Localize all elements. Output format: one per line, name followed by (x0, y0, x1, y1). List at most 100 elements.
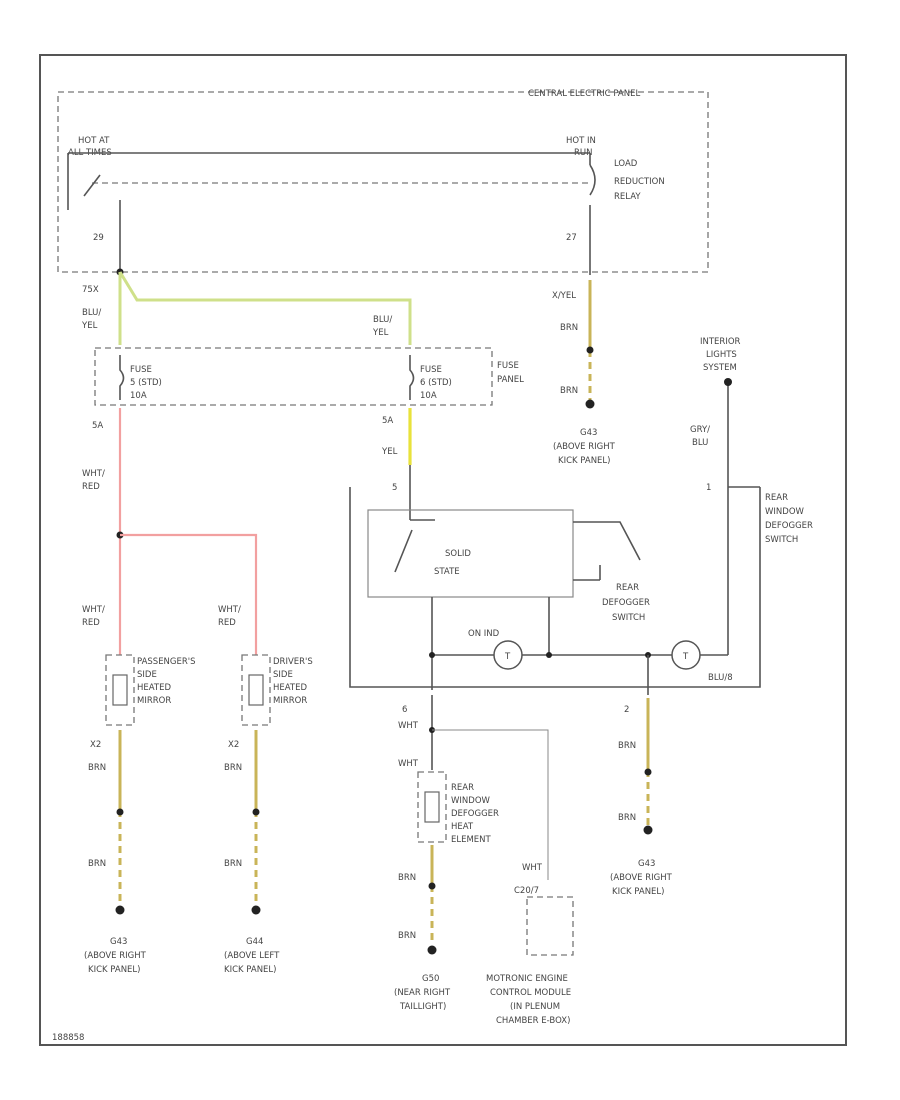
heat-feed-to-ecm-wire (432, 729, 549, 880)
ground-g43-right-name: G43 (638, 859, 655, 869)
brn-label-i: BRN (618, 741, 636, 751)
ground-g50 (427, 945, 437, 955)
ground-g43-top-loc2: KICK PANEL) (558, 456, 610, 466)
pin-5a-left-label: 5A (92, 421, 103, 431)
yel-label-3: YEL (381, 447, 398, 457)
ground-g43-right (643, 825, 653, 835)
wire-75x-label: 75X (82, 285, 99, 295)
blu-8-label: BLU/8 (708, 673, 733, 683)
ground-g44-name: G44 (246, 937, 263, 947)
passengers-mirror-label-3: HEATED (137, 683, 171, 693)
heat-element-label-4: HEAT (451, 822, 474, 832)
pin-1-label: 1 (706, 483, 711, 493)
rear-window-switch-label-2: WINDOW (765, 507, 805, 517)
red-label-3: RED (218, 618, 236, 628)
solid-state-switch (394, 529, 413, 573)
blu-label-3: BLU (692, 438, 708, 448)
hot-in-label: HOT IN (566, 136, 596, 146)
drivers-mirror-label-4: MIRROR (273, 696, 307, 706)
rear-defogger-switch-label-1: REAR (616, 583, 639, 593)
bus-to-fuse6-wire (118, 271, 412, 345)
ecm-label-3: (IN PLENUM (510, 1002, 560, 1012)
ground-g44-loc2: KICK PANEL) (224, 965, 276, 975)
fuse-6-symbol (409, 355, 415, 400)
rear-defogger-switch-label-2: DEFOGGER (602, 598, 650, 608)
pin-27-label: 27 (566, 233, 577, 243)
wht-label-2: WHT (398, 759, 419, 769)
passengers-mirror-label-4: MIRROR (137, 696, 171, 706)
brn-label-e: BRN (88, 859, 106, 869)
ecm-label-1: MOTRONIC ENGINE (486, 974, 568, 984)
interior-lights-connector (724, 378, 732, 386)
brn-label-b: BRN (560, 386, 578, 396)
diagram-code: 188858 (52, 1033, 84, 1043)
rear-window-switch-label-1: REAR (765, 493, 788, 503)
ground-g43-left-loc1: (ABOVE RIGHT (84, 951, 147, 961)
solid-state-box (367, 509, 574, 598)
red-to-drivers-mirror-wire (120, 533, 258, 655)
relay-label-1: LOAD (614, 159, 638, 169)
red-label-2: RED (82, 618, 100, 628)
splice-pin2-ground (644, 768, 652, 776)
gry-label: GRY/ (690, 425, 710, 435)
ground-g44 (251, 905, 261, 915)
ecm-box (526, 896, 574, 956)
heat-element-label-1: REAR (451, 783, 474, 793)
brn-label-h: BRN (398, 931, 416, 941)
interior-lights-label-3: SYSTEM (703, 363, 737, 373)
central-electric-panel-label: CENTRAL ELECTRIC PANEL (528, 89, 640, 99)
pin-5-label: 5 (392, 483, 397, 493)
on-indicator-glyph: T (504, 652, 511, 662)
fuse-6-label-1: FUSE (420, 365, 442, 375)
drivers-mirror-label-1: DRIVER'S (273, 657, 313, 667)
fuse-panel-label-2: PANEL (497, 375, 524, 385)
drivers-mirror-label-3: HEATED (273, 683, 307, 693)
drivers-mirror-box (241, 654, 271, 726)
ground-g43-left (115, 905, 125, 915)
on-indicator-label: ON IND (468, 629, 500, 639)
ground-g43-top (585, 399, 595, 409)
ground-g43-top-name: G43 (580, 428, 597, 438)
ground-g43-right-loc1: (ABOVE RIGHT (610, 873, 673, 883)
wire-yel-label-1: YEL (81, 321, 98, 331)
fuse-6-label-3: 10A (420, 391, 437, 401)
x2-label-a: X2 (90, 740, 101, 750)
wht-red-label-2: WHT/ (82, 605, 105, 615)
brn-label-a: BRN (560, 323, 578, 333)
fuse-6-label-2: 6 (STD) (420, 378, 452, 388)
heat-element-label-5: ELEMENT (451, 835, 492, 845)
wire-blu-label-1: BLU/ (82, 308, 101, 318)
splice-heat-ground (428, 882, 436, 890)
passengers-mirror-element (112, 674, 128, 706)
ecm-label-2: CONTROL MODULE (490, 988, 571, 998)
passengers-mirror-box (105, 654, 135, 726)
wire-blu-label-2: BLU/ (373, 315, 392, 325)
wire-yel-label-2: YEL (372, 328, 389, 338)
ecm-label-4: CHAMBER E-BOX) (496, 1016, 570, 1026)
illumination-lamp (671, 640, 701, 670)
splice-pm-ground (116, 808, 124, 816)
left-switch-contact (83, 174, 101, 197)
splice-relay-ground (586, 346, 594, 354)
ground-g44-loc1: (ABOVE LEFT (224, 951, 280, 961)
fuse-5-label-3: 10A (130, 391, 147, 401)
interior-lights-label-1: INTERIOR (700, 337, 741, 347)
defogger-switch-arm (573, 521, 641, 561)
drivers-mirror-label-2: SIDE (273, 670, 293, 680)
ground-g50-loc2: TAILLIGHT) (399, 1002, 446, 1012)
heat-element-label-3: DEFOGGER (451, 809, 499, 819)
ground-g43-left-loc2: KICK PANEL) (88, 965, 140, 975)
diagram-frame (39, 54, 847, 1046)
passengers-mirror-label-1: PASSENGER'S (137, 657, 196, 667)
fuse-5-symbol (119, 355, 125, 400)
ground-g43-right-loc2: KICK PANEL) (612, 887, 664, 897)
rear-window-switch-label-4: SWITCH (765, 535, 798, 545)
heat-element-label-2: WINDOW (451, 796, 491, 806)
red-label-1: RED (82, 482, 100, 492)
rear-defogger-switch-label-3: SWITCH (612, 613, 645, 623)
brn-label-j: BRN (618, 813, 636, 823)
fuse-5-label-1: FUSE (130, 365, 152, 375)
central-electric-panel-box (57, 91, 709, 273)
ground-g50-loc1: (NEAR RIGHT (394, 988, 451, 998)
